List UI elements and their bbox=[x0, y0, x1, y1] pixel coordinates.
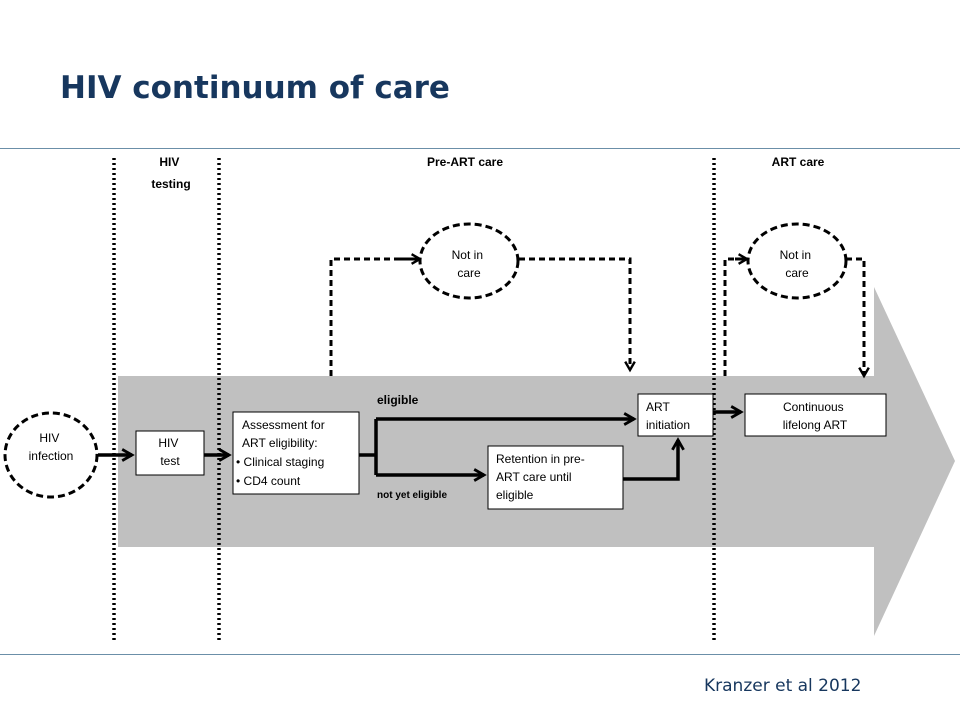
not-in-care-circle-1 bbox=[418, 222, 520, 300]
not-in-care-circle-2 bbox=[746, 222, 848, 300]
edge-label-eligible: eligible bbox=[377, 393, 419, 407]
hiv-test-box bbox=[135, 430, 205, 476]
assessment-box bbox=[232, 411, 360, 495]
phase-label-pre-art: Pre-ART care bbox=[427, 155, 503, 169]
hiv-test-label: HIV test bbox=[158, 436, 181, 468]
art-initiation-label: ART initiation bbox=[646, 400, 690, 432]
bottom-divider bbox=[0, 654, 960, 655]
page-title: HIV continuum of care bbox=[60, 70, 450, 106]
top-divider bbox=[0, 148, 960, 149]
arrow-retention-to-art bbox=[623, 437, 685, 481]
assessment-branch-stem bbox=[359, 419, 378, 475]
continuous-art-label: Continuous lifelong ART bbox=[783, 400, 848, 432]
not-in-care-label-2: Not in care bbox=[780, 248, 815, 280]
citation: Kranzer et al 2012 bbox=[704, 676, 862, 696]
art-initiation-box bbox=[637, 393, 714, 437]
edge-label-not-yet-eligible: not yet eligible bbox=[377, 490, 447, 501]
continuous-art-box bbox=[744, 393, 887, 437]
hiv-infection-label: HIV infection bbox=[29, 431, 74, 463]
phase-label-testing: HIV testing bbox=[151, 155, 190, 191]
hiv-infection-circle bbox=[3, 411, 99, 499]
not-in-care-label-1: Not in care bbox=[452, 248, 487, 280]
retention-box bbox=[487, 445, 624, 510]
assessment-label: Assessment for ART eligibility: • Clinic… bbox=[236, 418, 328, 488]
phase-label-art: ART care bbox=[772, 155, 825, 169]
retention-label: Retention in pre- ART care until eligibl… bbox=[496, 452, 588, 502]
loss-to-care-path-pre-art bbox=[329, 257, 630, 376]
